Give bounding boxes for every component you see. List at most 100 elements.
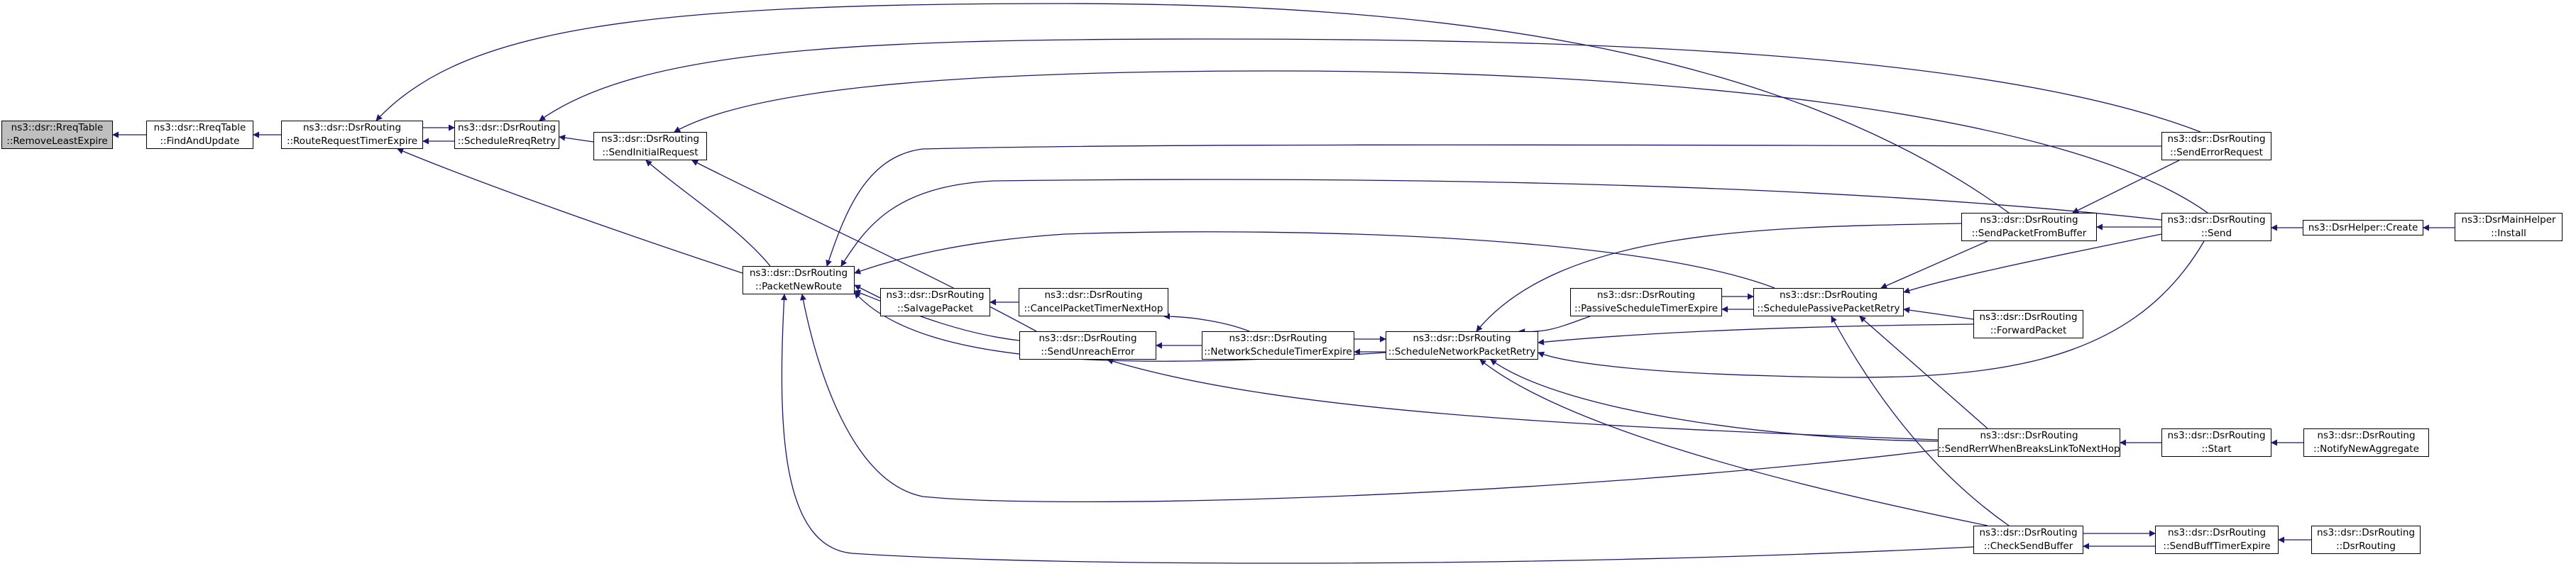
node-dsrrouting-notifynewaggregate[interactable]: ns3::dsr::DsrRouting ::NotifyNewAggregat… [2303, 428, 2429, 457]
edge-sendpacketfrombuffer-to-routerequesttimerexpire [376, 3, 2010, 214]
node-line2: ::CheckSendBuffer [1983, 541, 2073, 552]
node-line2: ::ScheduleRreqRetry [457, 135, 557, 147]
edge-packetnewroute-to-routerequesttimerexpire [397, 148, 743, 274]
node-line2: ::ScheduleNetworkPacketRetry [1388, 346, 1536, 358]
node-line1: ns3::dsr::DsrRouting [2167, 430, 2266, 441]
edge-packetnewroute-to-sendinitialrequest [645, 160, 771, 267]
node-line1: ns3::dsr::DsrRouting [886, 289, 985, 301]
edge-sendrerrwhenbreakslinktonexthop-to-sendunreacherror [1107, 358, 1939, 441]
edge-senderrorrequest-to-sendpacketfrombuffer [2072, 160, 2180, 214]
node-dsrrouting-dsrrouting[interactable]: ns3::dsr::DsrRouting ::DsrRouting [2311, 526, 2421, 554]
node-line1: ns3::dsr::DsrRouting [1980, 430, 2078, 441]
node-dsrrouting-senderrorrequest[interactable]: ns3::dsr::DsrRouting ::SendErrorRequest [2161, 132, 2271, 160]
node-line1: ns3::dsr::DsrRouting [302, 122, 402, 133]
node-dsrrouting-routerequesttimerexpire[interactable]: ns3::dsr::DsrRouting ::RouteRequestTimer… [281, 121, 423, 149]
node-line2: ::PassiveScheduleTimerExpire [1574, 303, 1719, 314]
edge-sendrerrwhenbreakslinktonexthop-to-schedulepassivepacketretry [1859, 316, 1988, 429]
node-line2: ::RouteRequestTimerExpire [286, 135, 418, 147]
node-line2: ::DsrRouting [2336, 541, 2396, 552]
node-line2: ::SendErrorRequest [2170, 147, 2263, 158]
edge-sendrerrwhenbreakslinktonexthop-to-schedulenetworkpacketretry [1490, 359, 1939, 442]
node-line1: ns3::dsr::DsrRouting [2317, 430, 2416, 441]
node-dsrrouting-schedulenetworkpacketretry[interactable]: ns3::dsr::DsrRouting ::ScheduleNetworkPa… [1386, 331, 1538, 360]
edge-send-to-schedulepassivepacketretry [1903, 233, 2162, 294]
node-dsrrouting-checksendbuffer[interactable]: ns3::dsr::DsrRouting ::CheckSendBuffer [1973, 526, 2083, 554]
node-line2: ::NetworkScheduleTimerExpire [1204, 346, 1352, 358]
node-rreqtable-findandupdate[interactable]: ns3::dsr::RreqTable ::FindAndUpdate [146, 121, 253, 149]
node-dsrrouting-sendunreacherror[interactable]: ns3::dsr::DsrRouting ::SendUnreachError [1019, 331, 1156, 360]
node-dsrrouting-start[interactable]: ns3::dsr::DsrRouting ::Start [2161, 428, 2271, 457]
node-dsrrouting-sendpacketfrombuffer[interactable]: ns3::dsr::DsrRouting ::SendPacketFromBuf… [1961, 213, 2097, 241]
node-line2: ::Send [2200, 228, 2232, 239]
node-dsrrouting-send[interactable]: ns3::dsr::DsrRouting ::Send [2161, 213, 2271, 241]
node-line2: ::PacketNewRoute [755, 281, 842, 292]
node-line1: ns3::dsr::DsrRouting [2316, 527, 2416, 538]
node-dsrrouting-packetnewroute[interactable]: ns3::dsr::DsrRouting ::PacketNewRoute [742, 266, 855, 294]
edge-networkscheduletimerexpire-to-cancelpackettimernexthop [1163, 313, 1250, 332]
edge-sendpacketfrombuffer-to-schedulenetworkpacketretry [1476, 223, 1962, 332]
node-line2: ::Start [2201, 443, 2232, 455]
node-line1: ns3::dsr::DsrRouting [1038, 333, 1137, 344]
node-dsrrouting-forwardpacket[interactable]: ns3::dsr::DsrRouting ::ForwardPacket [1973, 310, 2083, 338]
node-line1: ns3::dsr::DsrRouting [749, 267, 848, 279]
node-line1: ns3::dsr::DsrRouting [1980, 214, 2078, 226]
node-line2: ::SendUnreachError [1041, 346, 1135, 358]
edge-sendinitialrequest-to-schedulerreqretry [559, 134, 594, 143]
node-line2: ::FindAndUpdate [160, 135, 240, 147]
node-line1: ns3::dsr::DsrRouting [1596, 289, 1696, 301]
node-dsrrouting-schedulepassivepacketretry[interactable]: ns3::dsr::DsrRouting ::SchedulePassivePa… [1753, 288, 1904, 316]
node-dsrrouting-networkscheduletimerexpire[interactable]: ns3::dsr::DsrRouting ::NetworkScheduleTi… [1202, 331, 1354, 360]
edge-senderrorrequest-to-schedulerreqretry [539, 38, 2201, 133]
node-dsrmainhelper-install[interactable]: ns3::DsrMainHelper ::Install [2455, 213, 2563, 241]
node-line1: ns3::dsr::DsrRouting [457, 122, 557, 133]
node-dsrrouting-sendrerrwhenbreakslinktonexthop[interactable]: ns3::dsr::DsrRouting ::SendRerrWhenBreak… [1938, 428, 2120, 457]
edge-checksendbuffer-to-packetnewroute [781, 294, 1974, 564]
node-line2: ::ForwardPacket [1990, 325, 2067, 336]
node-line1: ns3::dsr::DsrRouting [601, 133, 700, 145]
edge-send-to-sendinitialrequest [674, 70, 2208, 214]
node-line1: ns3::dsr::DsrRouting [2167, 133, 2266, 145]
edge-send-to-packetnewroute [840, 179, 2162, 267]
node-line2: ::SchedulePassivePacketRetry [1757, 303, 1900, 314]
edge-salvagepacket-to-packetnewroute [854, 284, 881, 299]
node-dsrrouting-sendbufftimerexpire[interactable]: ns3::dsr::DsrRouting ::SendBuffTimerExpi… [2155, 526, 2279, 554]
edge-checksendbuffer-to-schedulenetworkpacketretry [1479, 359, 1988, 526]
node-line1: ns3::DsrMainHelper [2461, 214, 2556, 226]
node-line1: ns3::DsrHelper::Create [2308, 221, 2418, 233]
node-line1: ns3::dsr::RreqTable [153, 122, 246, 133]
node-line1: ns3::dsr::DsrRouting [1229, 333, 1327, 344]
edge-sendpacketfrombuffer-to-schedulepassivepacketretry [1880, 240, 1988, 289]
edge-checksendbuffer-to-schedulepassivepacketretry [1831, 316, 2010, 526]
edge-forwardpacket-to-schedulenetworkpacketretry [1538, 323, 1974, 345]
node-dsrrouting-passivescheduletimerexpire[interactable]: ns3::dsr::DsrRouting ::PassiveScheduleTi… [1570, 288, 1722, 316]
node-line2: ::SendPacketFromBuffer [1971, 228, 2087, 239]
node-line2: ::SalvagePacket [897, 303, 973, 314]
edge-sendrerrwhenbreakslinktonexthop-to-packetnewroute [800, 294, 1939, 503]
node-dsrrouting-salvagepacket[interactable]: ns3::dsr::DsrRouting ::SalvagePacket [880, 288, 990, 316]
node-line2: ::SendInitialRequest [602, 147, 698, 158]
node-dsrrouting-cancelpackettimernexthop[interactable]: ns3::dsr::DsrRouting ::CancelPacketTimer… [1019, 288, 1168, 316]
node-line1: ns3::dsr::DsrRouting [1413, 333, 1511, 344]
node-line2: ::CancelPacketTimerNextHop [1024, 303, 1163, 314]
edge-forwardpacket-to-schedulepassivepacketretry [1903, 306, 1974, 320]
node-dsrrouting-sendinitialrequest[interactable]: ns3::dsr::DsrRouting ::SendInitialReques… [593, 132, 707, 160]
edge-senderrorrequest-to-packetnewroute [826, 144, 2162, 267]
node-line2: ::Install [2491, 228, 2526, 239]
node-line1: ns3::dsr::DsrRouting [1979, 311, 2078, 323]
node-line2: ::SendRerrWhenBreaksLinkToNextHop [1938, 443, 2120, 455]
edge-passivescheduletimerexpire-to-schedulenetworkpacketretry [1518, 316, 1591, 336]
node-line1: ns3::dsr::RreqTable [11, 122, 104, 133]
node-line1: ns3::dsr::DsrRouting [1779, 289, 1878, 301]
node-line2: ::SendBuffTimerExpire [2163, 541, 2271, 552]
node-line2: ::NotifyNewAggregate [2313, 443, 2419, 455]
edge-schedulepassivepacketretry-to-packetnewroute [854, 231, 1775, 289]
node-dsrrouting-schedulerreqretry[interactable]: ns3::dsr::DsrRouting ::ScheduleRreqRetry [454, 121, 559, 149]
node-line2: ::RemoveLeastExpire [6, 135, 108, 147]
node-dsrhelper-create[interactable]: ns3::DsrHelper::Create [2303, 220, 2423, 236]
node-line1: ns3::dsr::DsrRouting [1979, 527, 2078, 538]
node-line1: ns3::dsr::DsrRouting [1044, 289, 1143, 301]
node-rreqtable-removeleastexpire: ns3::dsr::RreqTable ::RemoveLeastExpire [1, 121, 113, 149]
edge-send-to-schedulenetworkpacketretry [1538, 240, 2205, 378]
